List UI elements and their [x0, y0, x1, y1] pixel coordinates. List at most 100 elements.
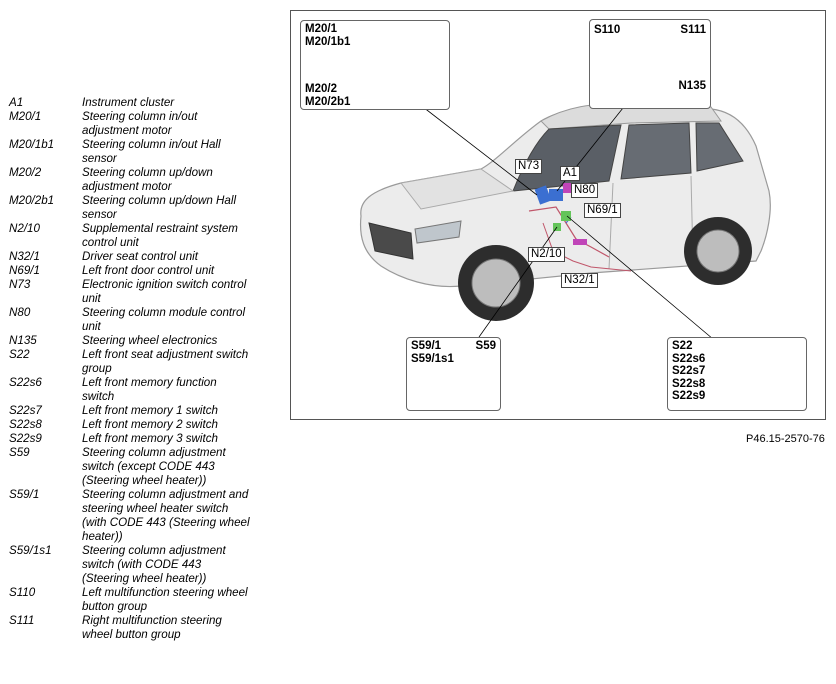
- legend-description-line: sensor: [82, 152, 117, 165]
- legend-code: M20/1: [9, 110, 42, 123]
- legend-description-line: adjustment motor: [82, 180, 172, 193]
- legend-code: S59/1s1: [9, 544, 52, 557]
- legend-description-line: adjustment motor: [82, 124, 172, 137]
- leader-seat: [566, 215, 714, 340]
- legend-description: Left front door control unit: [82, 264, 281, 278]
- front-rim: [471, 258, 521, 308]
- label-s22s6: S22s6: [672, 352, 706, 365]
- legend-description-line: Left front seat adjustment switch: [82, 348, 249, 361]
- legend-code: N69/1: [9, 264, 40, 277]
- label-s22s7: S22s7: [672, 365, 706, 378]
- legend-description-line: wheel button group: [82, 628, 181, 641]
- front-side-window: [620, 122, 692, 180]
- legend-description-line: Left front memory 2 switch: [82, 418, 218, 431]
- component-n69: [561, 211, 571, 221]
- legend-description-line: button group: [82, 600, 148, 613]
- legend-description-line: Supplemental restraint system: [82, 222, 238, 235]
- vehicle-illustration: [336, 38, 801, 408]
- legend-description-line: control unit: [82, 236, 139, 249]
- legend-code: M20/2: [9, 166, 42, 179]
- legend-code: N135: [9, 334, 37, 347]
- callout-n73: N73: [515, 159, 543, 174]
- legend-code: M20/1b1: [9, 138, 55, 151]
- legend-description-line: Steering column module control: [82, 306, 246, 319]
- legend-description-line: sensor: [82, 208, 117, 221]
- legend-description: Left front memory 2 switch: [82, 418, 281, 432]
- label-s22s8: S22s8: [672, 377, 706, 390]
- label-s59: S59: [475, 340, 496, 352]
- legend-description-line: group: [82, 362, 112, 375]
- legend-description: Left front memory 1 switch: [82, 404, 281, 418]
- wiring-harness: [528, 206, 610, 258]
- seat-switch-labels: S22 S22s6 S22s7 S22s8 S22s9: [672, 340, 705, 403]
- legend-code: N80: [9, 306, 31, 319]
- vehicle-component-diagram: M20/1 M20/1b1 M20/2 M20/2b1 S110 S111 N1…: [290, 10, 826, 420]
- legend-description-line: Driver seat control unit: [82, 250, 198, 263]
- inset-column-switch: S59/1 S59/1s1 S59: [406, 337, 501, 411]
- legend-description-line: (Steering wheel heater)): [82, 474, 207, 487]
- label-m20-2: M20/2: [305, 83, 337, 95]
- headlight: [414, 220, 462, 244]
- component-n32: [573, 239, 587, 245]
- label-n135: N135: [678, 80, 707, 92]
- door-line-front: [608, 182, 614, 270]
- label-m20-2b1: M20/2b1: [305, 95, 351, 108]
- legend-code: N2/10: [9, 222, 40, 235]
- legend-description-line: unit: [82, 320, 101, 333]
- legend-code: S59/1: [9, 488, 40, 501]
- inset-seat-switch: S22 S22s6 S22s7 S22s8 S22s9: [667, 337, 807, 411]
- legend-row: A1 Instrument cluster: [9, 96, 281, 110]
- legend-code: S22s9: [9, 432, 42, 445]
- legend-description-line: Left front memory 1 switch: [82, 404, 218, 417]
- legend-description-line: heater)): [82, 530, 123, 543]
- legend-description-line: Right multifunction steering: [82, 614, 222, 627]
- legend-row: S22s7 Left front memory 1 switch: [9, 404, 281, 418]
- leader-switch: [478, 226, 558, 338]
- switch-left-labels: S59/1 S59/1s1: [411, 340, 454, 365]
- callout-a1: A1: [560, 166, 581, 181]
- legend-description-line: switch (with CODE 443: [82, 558, 202, 571]
- legend-code: A1: [9, 96, 24, 109]
- legend-description-line: Steering column adjustment: [82, 544, 226, 557]
- legend-description-line: Instrument cluster: [82, 96, 175, 109]
- label-s59-1: S59/1: [411, 340, 442, 352]
- label-m20-1b1: M20/1b1: [305, 35, 351, 48]
- legend-description-line: Steering wheel electronics: [82, 334, 218, 347]
- callout-n32-1: N32/1: [561, 273, 598, 288]
- legend-description-line: (with CODE 443 (Steering wheel: [82, 516, 250, 529]
- figure-reference: P46.15-2570-76: [746, 433, 825, 445]
- legend-description-line: Steering column up/down: [82, 166, 213, 179]
- legend-description-line: Left front memory function: [82, 376, 217, 389]
- legend-code: S22s7: [9, 404, 42, 417]
- legend-code: M20/2b1: [9, 194, 55, 207]
- label-s59-1s1: S59/1s1: [411, 352, 454, 365]
- front-grille: [368, 222, 414, 260]
- legend-description-line: switch: [82, 390, 115, 403]
- legend-code: S110: [9, 586, 36, 599]
- legend-description-line: Steering column adjustment and: [82, 488, 249, 501]
- legend-description: Left front memory 3 switch: [82, 432, 281, 446]
- rear-rim: [696, 229, 740, 273]
